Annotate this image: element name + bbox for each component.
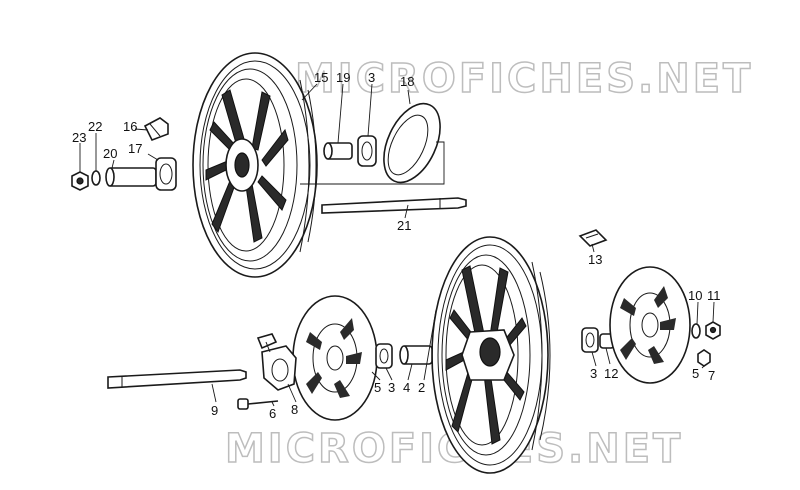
label-4: 4 bbox=[403, 380, 410, 395]
part-4-spacer bbox=[399, 345, 433, 365]
part-3-bearing-lower-left bbox=[375, 343, 393, 369]
label-13: 13 bbox=[588, 252, 602, 267]
part-18-dust-cover bbox=[383, 102, 441, 184]
label-3-upper: 3 bbox=[368, 70, 375, 85]
label-20: 20 bbox=[103, 146, 117, 161]
part-22-washer bbox=[91, 170, 101, 186]
label-23: 23 bbox=[72, 130, 86, 145]
leader-lines bbox=[79, 83, 715, 407]
part-7-nut bbox=[697, 349, 711, 367]
label-2: 2 bbox=[418, 380, 425, 395]
label-8: 8 bbox=[291, 402, 298, 417]
label-5-left: 5 bbox=[374, 380, 381, 395]
part-8-brake-caliper bbox=[256, 333, 297, 391]
label-17: 17 bbox=[128, 141, 142, 156]
label-19: 19 bbox=[336, 70, 350, 85]
watermark-top: MICROFICHES.NET bbox=[295, 56, 753, 102]
part-13-clip bbox=[578, 229, 608, 247]
part-labels: 23 22 16 20 17 15 19 3 18 21 13 10 11 12… bbox=[72, 70, 721, 421]
label-12: 12 bbox=[604, 366, 618, 381]
part-16-speedo-drive bbox=[143, 117, 169, 142]
part-3-bearing-upper bbox=[357, 135, 377, 167]
label-22: 22 bbox=[88, 119, 102, 134]
label-9: 9 bbox=[211, 403, 218, 418]
upper-wheel bbox=[192, 52, 318, 278]
part-10-washer bbox=[691, 323, 701, 339]
part-9-axle bbox=[107, 369, 247, 389]
label-11: 11 bbox=[707, 288, 721, 303]
label-18: 18 bbox=[400, 74, 414, 89]
part-17-bearing bbox=[155, 157, 177, 191]
label-3-lower-right: 3 bbox=[590, 366, 597, 381]
part-19-spacer bbox=[323, 142, 353, 160]
part-3-bearing-lower-right bbox=[581, 327, 599, 353]
lower-wheel bbox=[431, 236, 551, 474]
part-5-brake-disc-left bbox=[292, 295, 378, 421]
part-5-brake-disc-right bbox=[609, 266, 691, 384]
part-6-bolt bbox=[237, 398, 279, 410]
label-6: 6 bbox=[269, 406, 276, 421]
label-3-lower-left: 3 bbox=[388, 380, 395, 395]
label-16: 16 bbox=[123, 119, 137, 134]
part-20-spacer bbox=[105, 167, 157, 187]
label-10: 10 bbox=[688, 288, 702, 303]
part-21-axle bbox=[321, 197, 467, 214]
label-21: 21 bbox=[397, 218, 411, 233]
label-5-right: 5 bbox=[692, 366, 699, 381]
label-15: 15 bbox=[314, 70, 328, 85]
part-11-nut bbox=[705, 321, 721, 340]
part-23-nut bbox=[71, 171, 89, 191]
label-7: 7 bbox=[708, 368, 715, 383]
